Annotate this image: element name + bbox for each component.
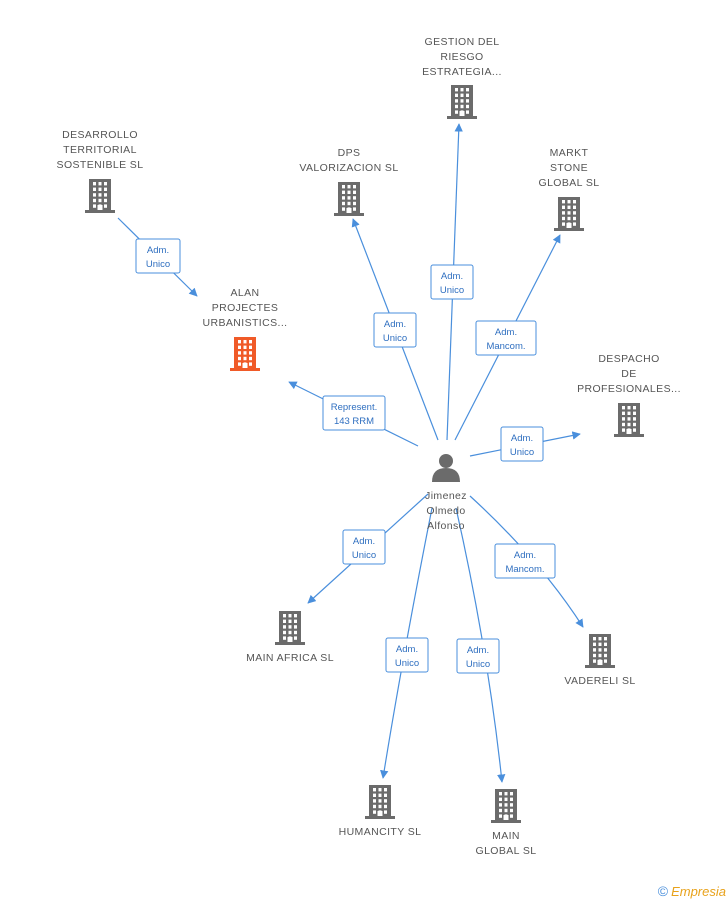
- building-icon: [614, 403, 644, 437]
- building-icon: [447, 85, 477, 119]
- edge-label-box[interactable]: [456, 638, 500, 674]
- edge-person-mainafrica[interactable]: Adm.Unico: [307, 493, 429, 604]
- edge-label: Adm.Unico: [395, 644, 419, 669]
- edge-person-markt[interactable]: Adm.Mancom.: [454, 234, 561, 441]
- edge-label-box[interactable]: [135, 238, 181, 274]
- edge-label-box[interactable]: [430, 264, 474, 300]
- edge-label-box[interactable]: [494, 543, 556, 579]
- edge-label: Adm.Unico: [352, 536, 376, 561]
- edge-label: Represent.143 RRM: [331, 402, 377, 427]
- edge-label: Adm.Unico: [510, 433, 534, 458]
- edge-label-box[interactable]: [500, 426, 544, 462]
- edge-person-vadereli[interactable]: Adm.Mancom.: [469, 495, 584, 628]
- edge-person-mainglobal[interactable]: Adm.Unico: [455, 507, 506, 783]
- vadereli-label: VADERELI SL: [564, 675, 635, 687]
- edge-person-gestion[interactable]: Adm.Unico: [430, 123, 474, 441]
- edge-label: Adm.Mancom.: [486, 327, 525, 352]
- company-node-humancity[interactable]: HUMANCITY SL: [339, 785, 422, 838]
- edge-label: Adm.Unico: [146, 245, 170, 270]
- edge-label: Adm.Unico: [466, 645, 490, 670]
- edge-desarrollo-alan[interactable]: Adm.Unico: [117, 217, 198, 297]
- edge-label-box[interactable]: [342, 529, 386, 565]
- building-icon: [585, 634, 615, 668]
- building-icon: [491, 789, 521, 823]
- edge-label: Adm.Unico: [383, 319, 407, 344]
- brand-logo: Empresia: [671, 884, 726, 899]
- edge-label: Adm.Unico: [440, 271, 464, 296]
- edge-person-despacho[interactable]: Adm.Unico: [469, 426, 581, 462]
- building-icon: [365, 785, 395, 819]
- edge-label-box[interactable]: [475, 320, 537, 356]
- company-node-mainafrica[interactable]: MAIN AFRICA SL: [246, 611, 334, 664]
- building-icon: [230, 337, 260, 371]
- mainafrica-label: MAIN AFRICA SL: [246, 652, 334, 664]
- edge-person-humancity[interactable]: Adm.Unico: [380, 507, 433, 779]
- edge-label-box[interactable]: [322, 395, 386, 431]
- building-icon: [275, 611, 305, 645]
- building-icon: [85, 179, 115, 213]
- edge-label-box[interactable]: [373, 312, 417, 348]
- building-icon: [334, 182, 364, 216]
- copyright-icon: ©: [657, 883, 669, 899]
- company-node-vadereli[interactable]: VADERELI SL: [564, 634, 635, 687]
- building-icon: [554, 197, 584, 231]
- humancity-label: HUMANCITY SL: [339, 826, 422, 838]
- person-icon: [432, 454, 460, 482]
- edge-label-box[interactable]: [385, 637, 429, 673]
- edge-label: Adm.Mancom.: [505, 550, 544, 575]
- edge-person-alan[interactable]: Represent.143 RRM: [288, 381, 419, 447]
- brand-footer: ©Empresia: [658, 883, 726, 899]
- edge-person-dps[interactable]: Adm.Unico: [351, 218, 439, 441]
